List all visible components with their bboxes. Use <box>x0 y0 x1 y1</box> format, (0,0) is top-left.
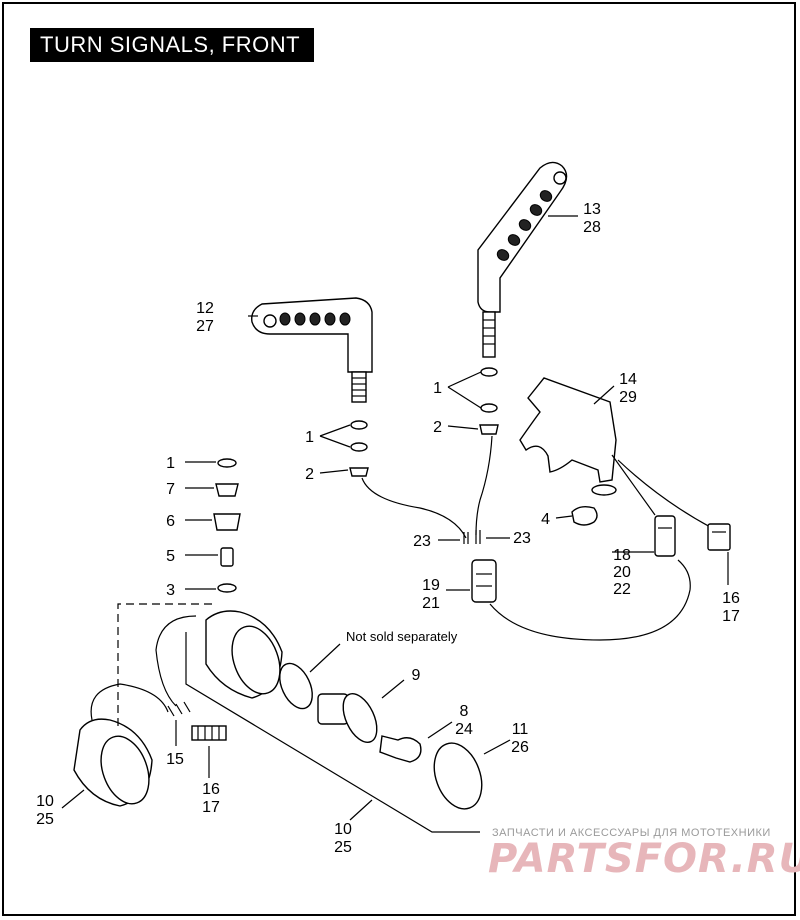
callout-25: 25 <box>36 811 54 828</box>
callout-17: 17 <box>202 799 220 816</box>
callout-11: 11 <box>512 721 529 738</box>
callout-26: 26 <box>511 739 529 756</box>
front-lamp-housing[interactable] <box>205 610 289 700</box>
callout-13: 13 <box>583 201 601 218</box>
guide-line-bottom <box>185 632 480 833</box>
lens[interactable] <box>426 737 491 816</box>
left-bar-wire <box>361 477 467 539</box>
callout-24: 24 <box>455 721 473 738</box>
callout-23: 23 <box>413 533 431 550</box>
callout-23: 23 <box>513 530 531 547</box>
callout-4: 4 <box>541 511 550 528</box>
callout-17: 17 <box>722 608 740 625</box>
callout-27: 27 <box>196 318 214 335</box>
callout-5: 5 <box>166 548 175 565</box>
socket-gasket[interactable] <box>273 658 319 713</box>
callout-9: 9 <box>412 667 421 684</box>
connector-housing-18[interactable] <box>654 515 676 557</box>
terminal-pins-16[interactable] <box>191 725 227 741</box>
watermark: ЗАПЧАСТИ И АКСЕССУАРЫ ДЛЯ МОТОТЕХНИКИ PA… <box>488 827 800 882</box>
bracket-harness <box>611 454 656 516</box>
callout-12: 12 <box>196 300 214 317</box>
left-light-bar[interactable] <box>251 297 373 403</box>
right-light-bar[interactable] <box>477 161 568 358</box>
right-bar-wire <box>475 435 493 536</box>
leader-lines <box>61 215 729 821</box>
callout-1: 1 <box>166 455 175 472</box>
left-wire-terminals <box>463 532 469 544</box>
left-washers[interactable] <box>349 420 369 477</box>
watermark-logo-text: PARTSFOR.RU <box>488 836 800 882</box>
callout-labels: 1 7 6 5 3 1 2 1 2 12 27 13 28 14 29 4 23… <box>36 201 740 856</box>
callout-22: 22 <box>613 581 631 598</box>
callout-19: 19 <box>422 577 440 594</box>
bulb[interactable] <box>379 735 422 763</box>
callout-18: 18 <box>613 547 631 564</box>
callout-10: 10 <box>36 793 54 810</box>
callout-7: 7 <box>166 481 175 498</box>
callout-2: 2 <box>305 466 314 483</box>
grommet[interactable] <box>571 505 598 526</box>
callout-1: 1 <box>433 380 442 397</box>
callout-14: 14 <box>619 371 637 388</box>
callout-16: 16 <box>202 781 220 798</box>
callout-25: 25 <box>334 839 352 856</box>
callout-6: 6 <box>166 513 175 530</box>
right-washers[interactable] <box>479 367 499 435</box>
right-wire-terminals <box>475 530 481 544</box>
connector-loop-wire <box>489 559 691 641</box>
callout-8: 8 <box>460 703 469 720</box>
hardware-stack[interactable] <box>213 458 241 593</box>
callout-21: 21 <box>422 595 440 612</box>
callout-28: 28 <box>583 219 601 236</box>
connector-housing-16[interactable] <box>707 523 731 551</box>
rear-lamp-wire <box>90 683 169 721</box>
callout-2: 2 <box>433 419 442 436</box>
bracket-harness-2 <box>617 459 713 529</box>
callout-10: 10 <box>334 821 352 838</box>
callout-15: 15 <box>166 751 184 768</box>
callout-3: 3 <box>166 582 175 599</box>
callout-16: 16 <box>722 590 740 607</box>
front-lamp-wire <box>155 615 197 707</box>
callout-1: 1 <box>305 429 314 446</box>
watermark-tagline: ЗАПЧАСТИ И АКСЕССУАРЫ ДЛЯ МОТОТЕХНИКИ <box>492 827 771 839</box>
rear-lamp-housing[interactable] <box>73 718 158 810</box>
lamp-terminals-15 <box>167 701 191 717</box>
guide-line-left <box>117 603 212 730</box>
connector-19[interactable] <box>471 559 497 603</box>
lamp-socket[interactable] <box>317 689 384 748</box>
callout-29: 29 <box>619 389 637 406</box>
mounting-bracket[interactable] <box>519 377 617 496</box>
callout-20: 20 <box>613 564 631 581</box>
not-sold-separately-note: Not sold separately <box>346 629 458 644</box>
page-title: TURN SIGNALS, FRONT <box>30 28 315 62</box>
